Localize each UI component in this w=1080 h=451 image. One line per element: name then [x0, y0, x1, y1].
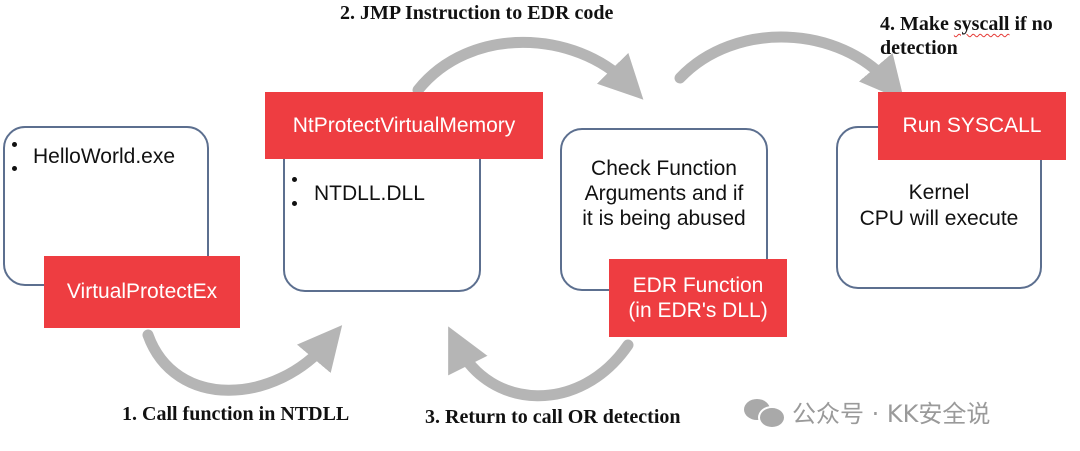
kernel-line2: CPU will execute [859, 207, 1019, 231]
step4-line2: detection [880, 37, 958, 60]
watermark: 公众号 · KK安全说 [744, 394, 990, 429]
bullet [12, 142, 17, 147]
ntprotectvirtualmemory-tag: NtProtectVirtualMemory [265, 92, 543, 159]
bullet [292, 201, 297, 206]
run-syscall-tag: Run SYSCALL [878, 92, 1066, 160]
kernel-text: Kernel CPU will execute [836, 180, 1042, 233]
step2-label: 2. JMP Instruction to EDR code [340, 2, 614, 24]
edr-check-line3: it is being abused [582, 207, 746, 231]
step3-label: 3. Return to call OR detection [425, 406, 681, 428]
arrow-step4 [674, 31, 905, 101]
bullet [12, 166, 17, 171]
edr-check-line1: Check Function [591, 157, 737, 180]
arrow-step3 [448, 326, 634, 402]
helloworld-text: HelloWorld.exe [33, 145, 176, 168]
virtualprotectex-tag: VirtualProtectEx [44, 256, 240, 328]
bullet [292, 177, 297, 182]
ntdll-text: NTDLL.DLL [314, 182, 425, 205]
kernel-line1: Kernel [908, 181, 970, 204]
edr-function-line2: (in EDR's DLL) [628, 299, 768, 322]
step1-label: 1. Call function in NTDLL [122, 403, 350, 425]
step4-label: 4. Make syscall if no detection [880, 12, 1053, 61]
step4-syscall-word: syscall [953, 13, 1010, 35]
edr-function-line1: EDR Function [632, 273, 764, 297]
arrow-step1 [142, 325, 343, 396]
arrow-step2 [412, 37, 644, 100]
watermark-text: 公众号 · KK安全说 [792, 400, 991, 428]
step4-suffix: if no [1009, 13, 1053, 35]
edr-function-tag: EDR Function (in EDR's DLL) [609, 259, 787, 337]
step4-prefix: 4. Make [880, 13, 954, 35]
edr-check-line2: Arguments and if [584, 182, 744, 206]
edr-check-text: Check Function Arguments and if it is be… [562, 156, 766, 232]
wechat-icon [744, 397, 786, 429]
